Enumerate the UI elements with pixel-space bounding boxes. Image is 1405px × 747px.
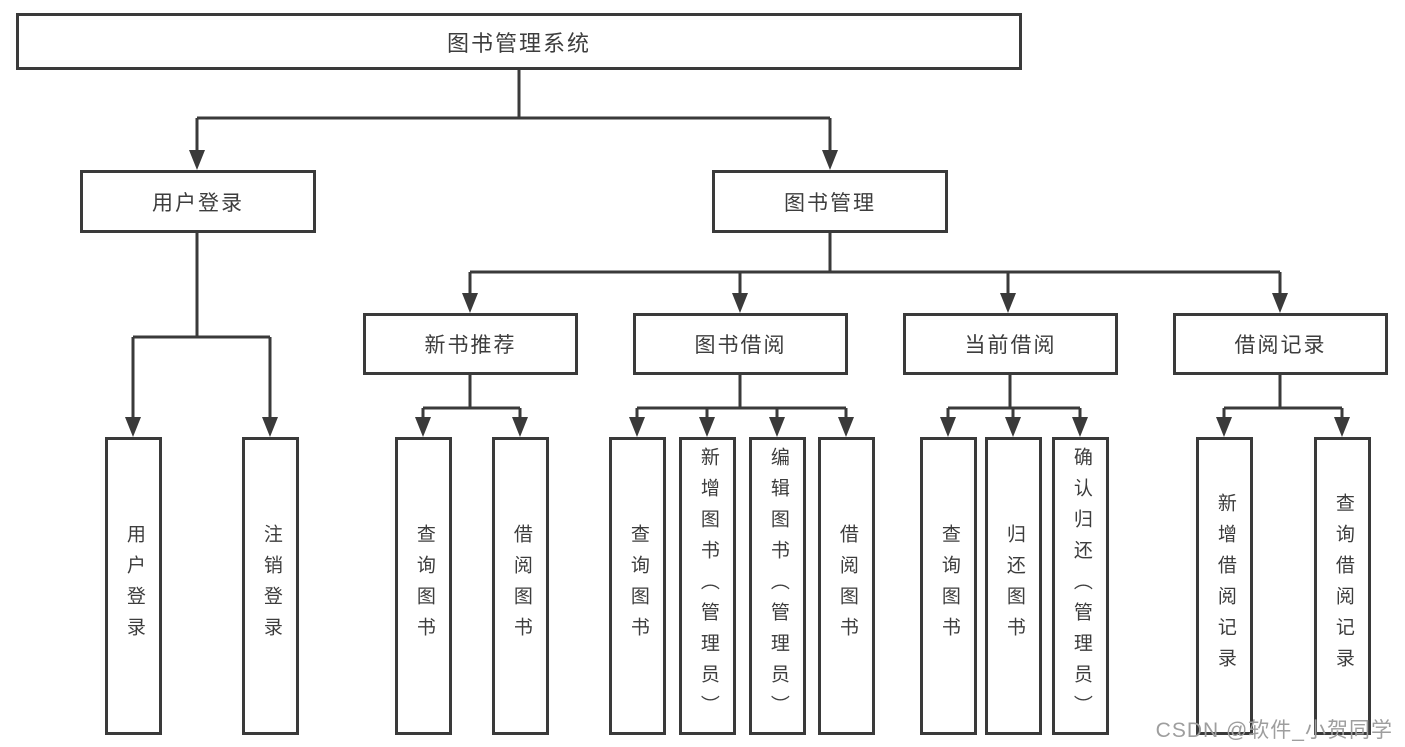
node-label: 查询图书 [627,524,649,648]
node-borrow-records: 借阅记录 [1173,313,1388,375]
node-label: 借阅图书 [510,524,532,648]
node-label: 用户登录 [123,524,145,648]
leaf-recommend-query-books: 查询图书 [395,437,452,735]
node-label: 查询图书 [413,524,435,648]
node-label: 图书管理 [784,191,876,215]
leaf-records-query-record: 查询借阅记录 [1314,437,1371,735]
leaf-current-confirm-return-admin: 确认归还（管理员） [1052,437,1109,735]
node-root: 图书管理系统 [16,13,1022,70]
node-label: 用户登录 [152,191,244,215]
leaf-current-query-books: 查询图书 [920,437,977,735]
node-label: 编辑图书（管理员） [767,446,789,726]
node-label: 图书借阅 [694,334,787,357]
node-label: 图书管理系统 [446,30,591,56]
node-label: 归还图书 [1003,524,1025,648]
node-label: 借阅图书 [836,524,858,648]
leaf-records-add-record: 新增借阅记录 [1196,437,1253,735]
leaf-borrow-edit-books-admin: 编辑图书（管理员） [749,437,806,735]
leaf-borrow-borrow-books: 借阅图书 [818,437,875,735]
node-label: 借阅记录 [1234,334,1327,357]
node-label: 确认归还（管理员） [1070,446,1092,726]
node-label: 查询图书 [938,524,960,648]
leaf-borrow-query-books: 查询图书 [609,437,666,735]
node-label: 当前借阅 [964,334,1057,357]
leaf-user-login: 用户登录 [105,437,162,735]
node-label: 新增借阅记录 [1214,493,1236,679]
arrowheads [125,150,1350,437]
watermark: CSDN @软件_小贺同学 [1155,719,1393,742]
leaf-recommend-borrow-books: 借阅图书 [492,437,549,735]
node-label: 注销登录 [260,524,282,648]
leaf-current-return-books: 归还图书 [985,437,1042,735]
leaf-logout: 注销登录 [242,437,299,735]
node-label: 新书推荐 [424,334,517,357]
node-label: 新增图书（管理员） [697,446,719,726]
node-book-borrow: 图书借阅 [633,313,848,375]
node-user-login: 用户登录 [80,170,316,233]
node-book-management: 图书管理 [712,170,948,233]
node-label: 查询借阅记录 [1332,493,1354,679]
leaf-borrow-add-books-admin: 新增图书（管理员） [679,437,736,735]
node-new-book-recommend: 新书推荐 [363,313,578,375]
node-current-borrow: 当前借阅 [903,313,1118,375]
